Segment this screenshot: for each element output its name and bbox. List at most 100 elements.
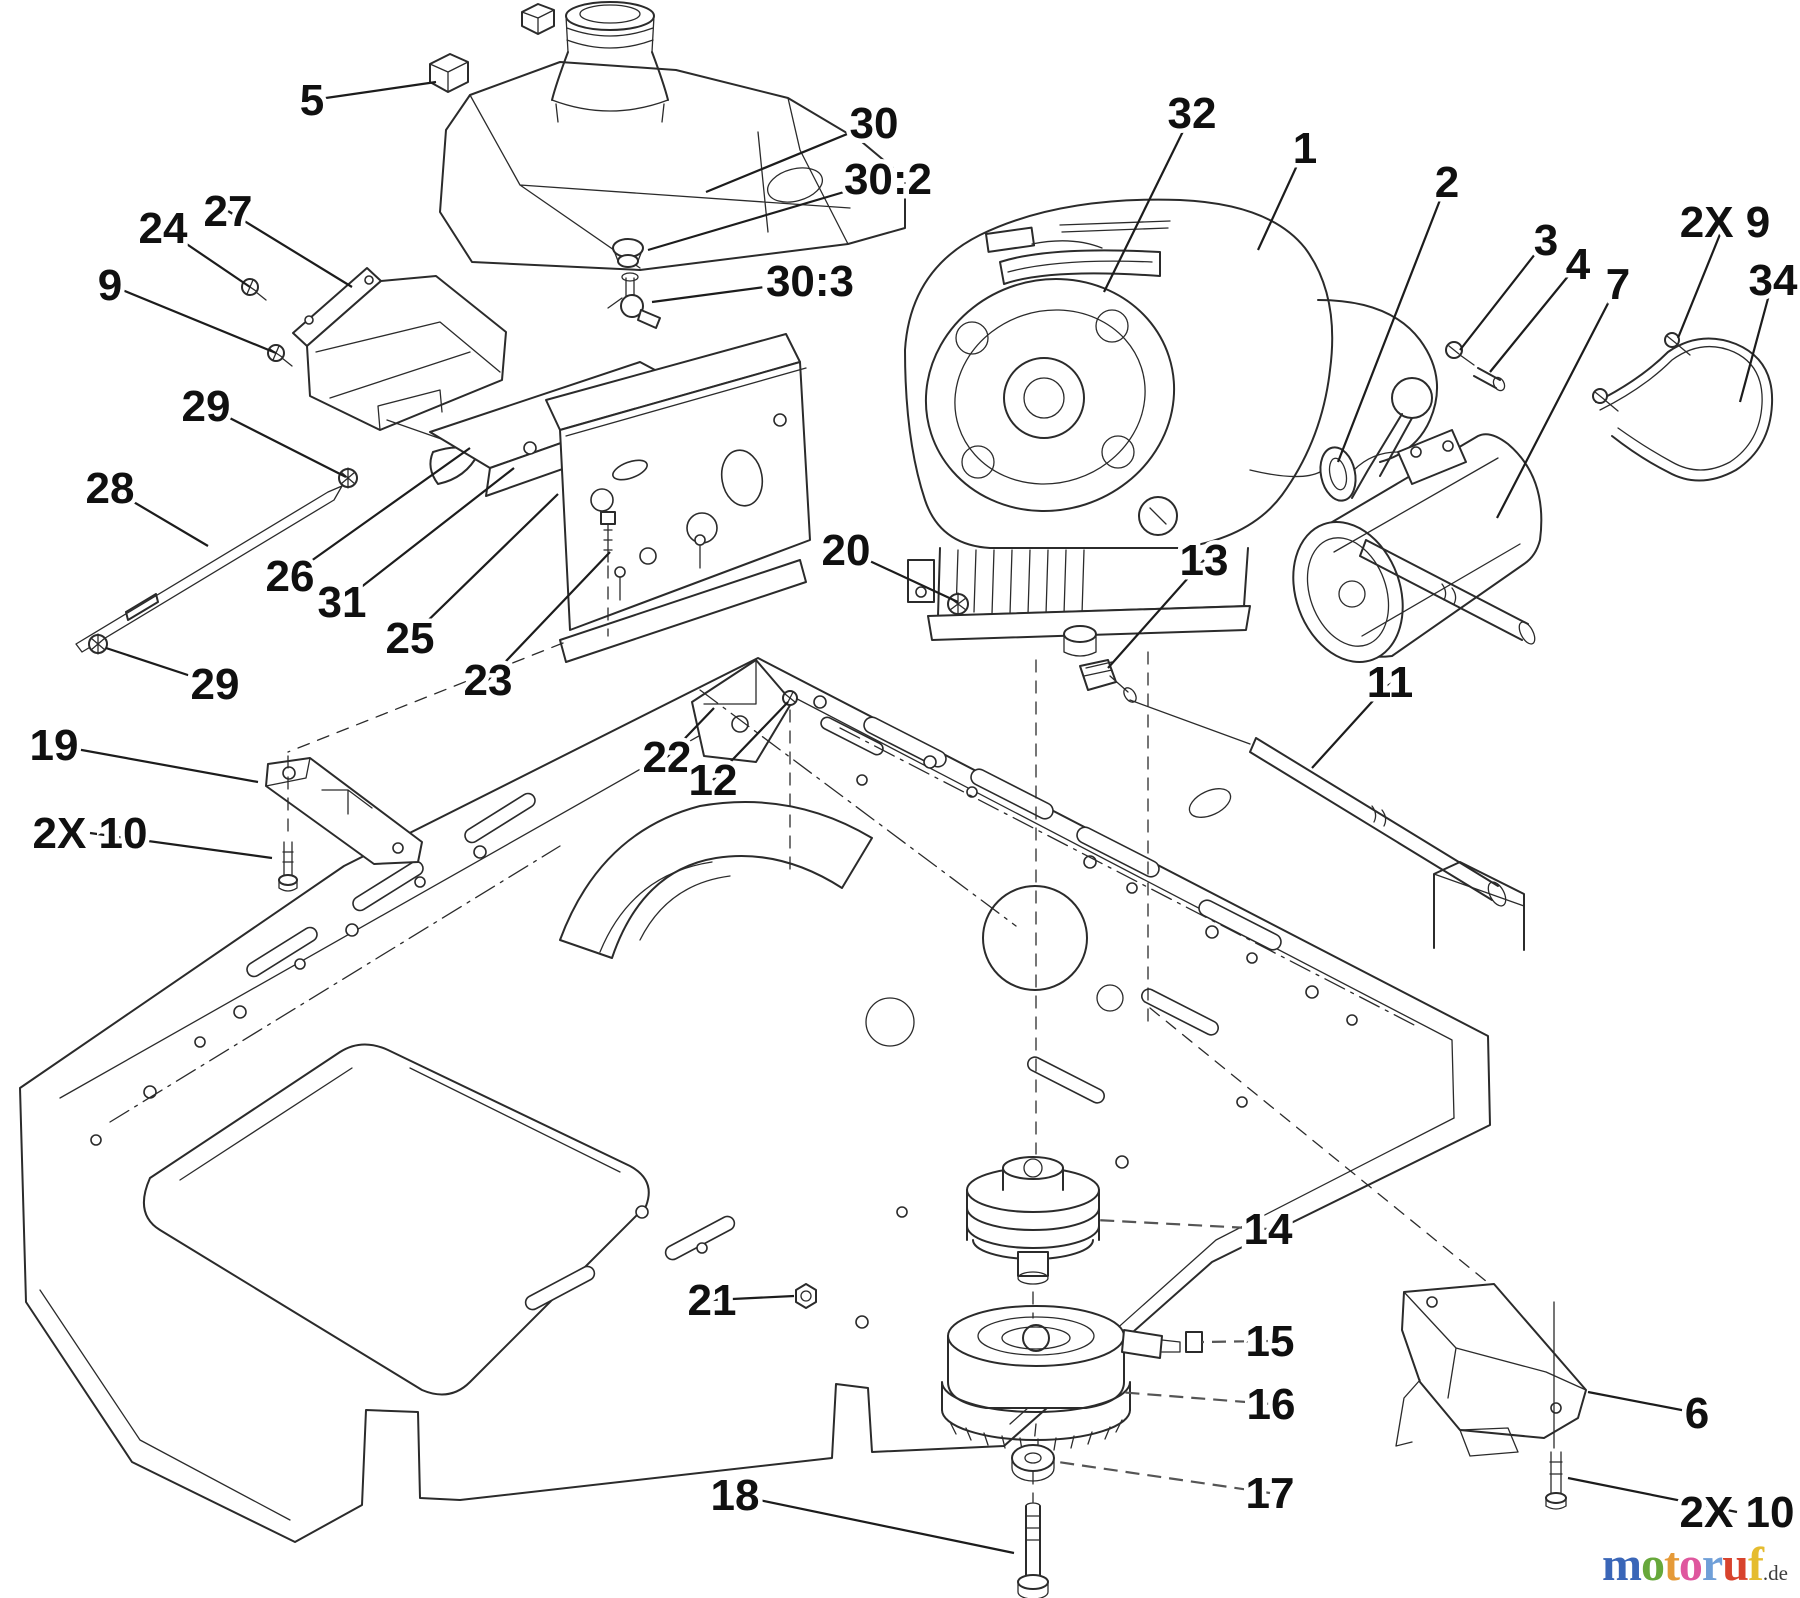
- wire-34-b: [1599, 346, 1763, 471]
- leader-line-29: [205, 405, 347, 478]
- fuel-tank-body: [439, 61, 906, 271]
- frame-crank-hole: [982, 885, 1088, 991]
- callout-27: 27: [204, 187, 253, 236]
- nut-20-drawing: [947, 592, 969, 616]
- key-15: [1185, 1331, 1203, 1353]
- watermark-motoruf: motoruf.de: [1602, 1537, 1788, 1592]
- callout-18: 18: [711, 1471, 760, 1520]
- engine-ring-inner: [954, 309, 1146, 485]
- leader-line-20: [845, 549, 959, 603]
- frame-outline: [19, 657, 1491, 1543]
- grommet-30-2: [612, 238, 644, 268]
- plate-fold: [565, 367, 807, 437]
- callout-1: 1: [1293, 124, 1317, 173]
- engine-ring-outer: [924, 278, 1176, 512]
- leader-line-15: [1201, 1339, 1271, 1344]
- leader-line-2X 10: [89, 831, 273, 860]
- leader-line-31: [341, 467, 515, 603]
- watermark-letter: o: [1678, 1538, 1703, 1591]
- bracket-6-folds: [1403, 1291, 1587, 1457]
- leader-line-26: [289, 447, 471, 577]
- frame-cutout-detail: [179, 1067, 621, 1181]
- mounting-plate-drawing: [429, 333, 811, 663]
- leader-line-18: [734, 1493, 1015, 1555]
- frame-front-fold: [39, 1289, 291, 1521]
- align-dash-clutch: [1032, 1291, 1037, 1503]
- fuel-tank-neck: [551, 1, 669, 123]
- callout-28: 28: [86, 464, 135, 513]
- callout-3: 3: [1534, 216, 1558, 265]
- leader-line-23: [487, 551, 611, 681]
- rod-28-drawing: [75, 467, 358, 655]
- leader-line-6: [1587, 1390, 1698, 1415]
- construction-lines: [607, 565, 1493, 1503]
- carb-bowl: [1063, 625, 1097, 643]
- rod-28: [75, 485, 343, 653]
- frame-hole-large: [865, 997, 915, 1047]
- leader-line-17: [1057, 1460, 1271, 1495]
- callout-4: 4: [1566, 240, 1591, 289]
- callout-25: 25: [386, 614, 435, 663]
- cap-cube-5a: [521, 3, 555, 35]
- leader-line-2X 9: [1676, 221, 1727, 339]
- leader-line-30:2: [647, 177, 889, 252]
- clamp-screw-9a: [1664, 332, 1691, 356]
- callout-2X 10: 2X 10: [33, 809, 148, 858]
- callout-29: 29: [191, 660, 240, 709]
- nut-29-upper: [338, 467, 358, 489]
- callout-32: 32: [1168, 89, 1217, 138]
- exhaust-elbow: [1249, 469, 1321, 478]
- callout-5: 5: [300, 76, 324, 125]
- callout-12: 12: [689, 756, 738, 805]
- muffler-seams: [1333, 457, 1521, 637]
- wire-34-a: [1595, 337, 1774, 482]
- bracket-22-fold: [703, 659, 757, 705]
- callout-13: 13: [1180, 536, 1229, 585]
- support-plate: [559, 361, 811, 631]
- leader-line-7: [1496, 283, 1619, 519]
- callout-19: 19: [30, 721, 79, 770]
- frame-tab-fold: [1433, 873, 1525, 907]
- callout-2X 9: 2X 9: [1680, 198, 1771, 247]
- callout-9: 9: [98, 261, 122, 310]
- callout-30:3: 30:3: [766, 257, 854, 306]
- bracket-6-drawing: [1395, 1283, 1587, 1510]
- frame-hole-med: [1096, 984, 1124, 1012]
- pipe-upper: [1359, 539, 1529, 641]
- leader-line-19: [53, 743, 259, 784]
- leader-line-24: [162, 227, 251, 288]
- strap-alignment-dash: [287, 642, 564, 837]
- callout-2X 10: 2X 10: [1680, 1488, 1795, 1537]
- callout-15: 15: [1246, 1317, 1295, 1366]
- callout-23: 23: [464, 656, 513, 705]
- leader-line-2X 10: [1567, 1476, 1738, 1514]
- callout-21: 21: [688, 1276, 737, 1325]
- pipe-upper-break: [1441, 583, 1457, 605]
- strap-19-drawing: [265, 642, 564, 892]
- muffler-drawing: [1292, 429, 1543, 663]
- frame-inner-edge-right: [779, 689, 1455, 1119]
- frame-cutout: [143, 1043, 650, 1396]
- leader-line-30: [705, 121, 875, 194]
- engine-sticker: [1059, 220, 1171, 233]
- clutch-splines: [949, 1419, 1123, 1452]
- align-dash-long: [699, 689, 1017, 927]
- engine-base: [927, 605, 1251, 641]
- watermark-letter: f: [1747, 1538, 1764, 1591]
- leader-line-2: [1336, 181, 1449, 463]
- leader-line-25: [409, 493, 559, 639]
- bracket-6-plate: [1401, 1283, 1587, 1439]
- leader-line-13: [1107, 559, 1205, 669]
- muffler-inlet: [1353, 451, 1399, 471]
- shield-folds: [315, 321, 501, 431]
- washer-17-drawing: [1011, 1444, 1055, 1482]
- callout-17: 17: [1246, 1469, 1295, 1518]
- leader-line-16: [1117, 1390, 1272, 1406]
- shield-face: [306, 275, 507, 431]
- watermark-suffix: .de: [1762, 1561, 1788, 1585]
- leader-line-27: [227, 210, 353, 288]
- starter-rope: [1031, 240, 1103, 249]
- callout-2: 2: [1435, 158, 1459, 207]
- strap-bend: [265, 757, 373, 815]
- leader-line-3: [1459, 239, 1547, 351]
